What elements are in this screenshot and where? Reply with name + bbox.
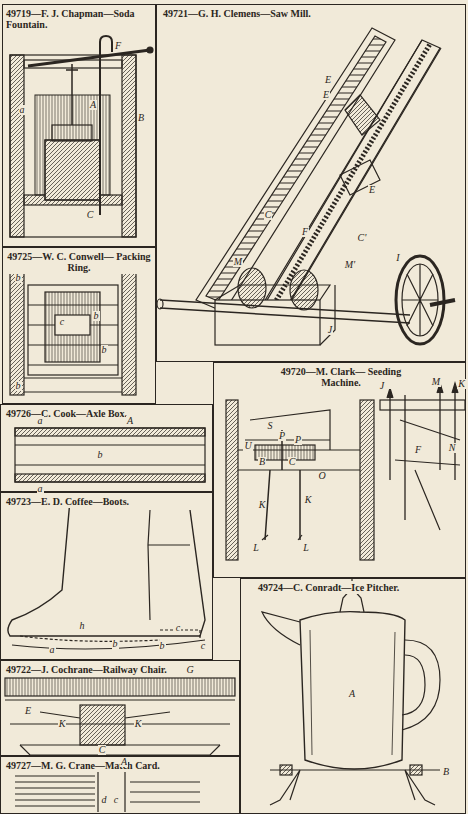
patent-panel: 49723—E. D. Coffee—Boots. [0,492,213,660]
part-letter: a [19,105,26,115]
patent-panel: 49725—W. C. Conwell— Packing Ring. [2,247,156,404]
patent-heading: 49723—E. D. Coffee—Boots. [4,495,209,508]
part-letter: C [98,745,107,755]
part-letter: C [288,457,297,467]
part-letter: b [15,381,22,391]
part-letter: O [317,471,326,481]
match-card-drawing [15,772,200,812]
part-letter: A [120,757,128,767]
part-letter: c [113,795,119,805]
patent-panel: 49726—C. Cook—Axle Box. [0,404,213,492]
patent-heading: 49722—J. Cochrane—Railway Chair. [4,663,236,676]
boot-drawing [8,500,205,649]
part-letter: G [185,665,194,675]
part-letter: E [368,185,376,195]
part-letter: K [258,500,267,510]
part-letter: M [233,257,243,267]
part-letter: P [294,435,302,445]
part-letter: S [267,421,274,431]
saw-mill-drawing [157,28,455,345]
part-letter: c [175,623,181,633]
part-letter: M' [344,260,356,270]
part-letter: C [264,210,273,220]
part-letter: a [37,416,44,426]
part-letter: B [442,767,450,777]
part-letter: b [159,641,166,651]
part-letter: b [101,345,108,355]
part-letter: P [278,431,286,441]
part-letter: N [448,443,457,453]
part-letter: M [431,377,441,387]
part-letter: A [348,689,356,699]
part-letter: F [301,227,309,237]
packing-ring-drawing [10,270,136,395]
part-letter: E [322,90,330,100]
patent-panel: 49721—G. H. Clemens—Saw Mill. [156,4,466,362]
part-letter: F [414,445,422,455]
patent-panel: 49719—F. J. Chapman—Soda Fountain. [2,4,156,247]
seeding-machine-drawing [226,383,465,560]
part-letter: B [258,457,266,467]
part-letter: K [304,495,313,505]
soda-fountain-drawing [10,36,153,237]
patent-heading: 49725—W. C. Conwell— Packing Ring. [4,250,154,274]
axle-box-drawing [15,428,205,482]
part-letter: C [86,210,95,220]
part-letter: b [15,273,22,283]
patent-heading: 49720—M. Clark— Seeding Machine. [266,365,416,389]
part-letter: a [37,484,44,494]
part-letter: a [49,645,56,655]
patent-heading: 49724—C. Conradt—Ice Pitcher. [256,581,456,594]
part-letter: B [137,113,145,123]
railway-chair-drawing [5,678,235,755]
patent-heading: 49719—F. J. Chapman—Soda Fountain. [4,7,154,31]
part-letter: C' [357,233,368,243]
part-letter: J [327,325,333,335]
part-letter: c [59,317,65,327]
part-letter: K [457,379,466,389]
part-letter: b [112,639,119,649]
part-letter: A [126,416,134,426]
part-letter: J [379,381,385,391]
part-letter: E [24,706,32,716]
part-letter: c [200,641,206,651]
patent-panel: 49720—M. Clark— Seeding Machine. [213,362,466,578]
part-letter: L [302,543,310,553]
patent-panel: 49722—J. Cochrane—Railway Chair. [0,660,240,756]
part-letter: U [243,441,252,451]
patent-heading: 49721—G. H. Clemens—Saw Mill. [161,7,461,20]
part-letter: b [97,450,104,460]
part-letter: b [93,311,100,321]
part-letter: d [101,795,108,805]
part-letter: I [395,253,400,263]
part-letter: F [114,41,122,51]
part-letter: K [58,719,67,729]
ice-pitcher-drawing [262,578,440,805]
part-letter: h [79,621,86,631]
part-letter: L [252,543,260,553]
patent-heading: 49726—C. Cook—Axle Box. [4,407,209,420]
part-letter: A [89,100,97,110]
part-letter: E [324,75,332,85]
part-letter: K [134,719,143,729]
